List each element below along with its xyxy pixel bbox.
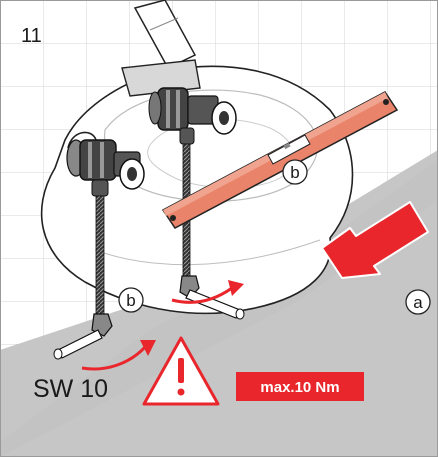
torque-label-box: max.10 Nm bbox=[236, 372, 364, 401]
svg-text:b: b bbox=[290, 163, 299, 182]
rear-bolt-head bbox=[179, 275, 245, 320]
rotation-arrow-icon bbox=[81, 340, 156, 371]
callout-a: a bbox=[405, 289, 431, 315]
warning-triangle-icon bbox=[142, 336, 220, 406]
rotation-arrow-icon bbox=[171, 280, 244, 304]
toilet-bowl-rim bbox=[104, 89, 319, 202]
svg-text:b: b bbox=[126, 291, 135, 310]
front-fastener bbox=[66, 131, 145, 317]
push-arrow-icon bbox=[321, 201, 429, 279]
callout-b-lower: b bbox=[118, 287, 144, 313]
spirit-level bbox=[161, 91, 399, 229]
step-number: 11 bbox=[21, 25, 42, 47]
callout-b-upper: b bbox=[282, 159, 308, 185]
toilet-base-line bbox=[94, 239, 321, 266]
wrench-tool bbox=[121, 0, 201, 97]
torque-label: max.10 Nm bbox=[260, 379, 339, 396]
wrench-size-label: SW 10 bbox=[33, 375, 108, 403]
front-bolt-head bbox=[53, 313, 113, 360]
svg-text:a: a bbox=[413, 293, 423, 312]
